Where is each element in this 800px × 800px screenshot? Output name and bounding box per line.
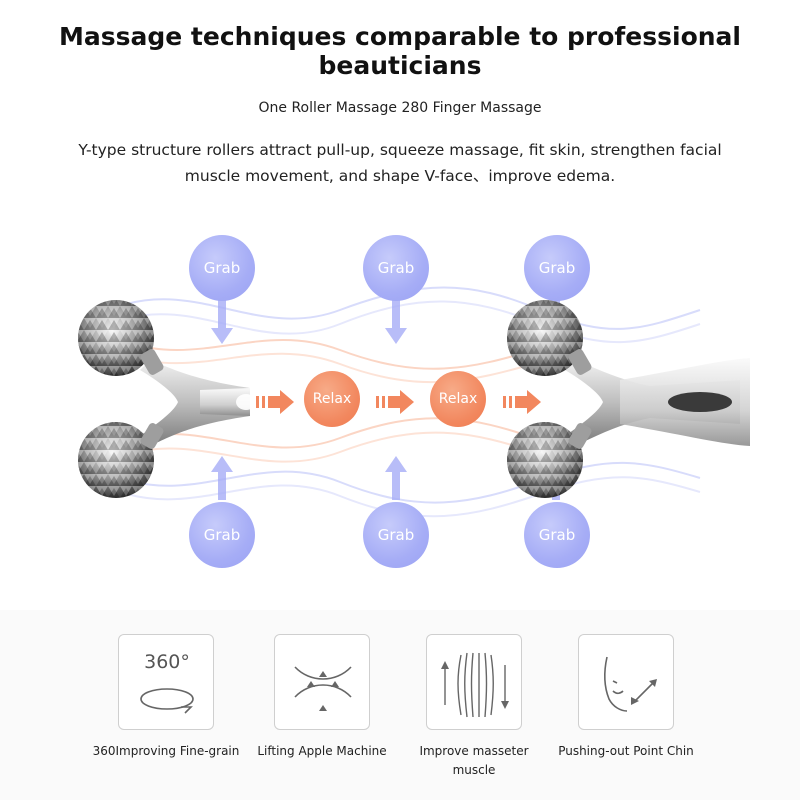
feature-label-lifting: Lifting Apple Machine <box>257 744 387 758</box>
feature-label-masseter-line-1: Improve masseter <box>419 744 529 758</box>
page-title: Massage techniques comparable to profess… <box>59 22 741 80</box>
relax-arrows <box>256 390 541 414</box>
diagram-graphics <box>78 286 750 518</box>
page-subtitle: One Roller Massage 280 Finger Massage <box>258 100 542 116</box>
relax-arrow-3 <box>503 390 541 414</box>
chin-profile-icon <box>604 656 657 712</box>
grab-bubble-bottom-left: Grab <box>189 502 255 568</box>
feature-card-lifting <box>274 634 370 730</box>
grab-bubble-bottom-right: Grab <box>524 502 590 568</box>
grab-label: Grab <box>203 526 241 544</box>
feature-label-masseter-line-2: muscle <box>452 763 496 777</box>
relax-bubble-left: Relax <box>304 371 360 427</box>
relax-arrow-1 <box>256 390 294 414</box>
feature-card-chin <box>578 634 674 730</box>
grab-label: Grab <box>538 526 576 544</box>
grab-bubble-bottom-center: Grab <box>363 502 429 568</box>
grab-label: Grab <box>538 259 576 277</box>
massage-diagram: Grab Grab Grab Relax Relax Grab Grab Gra… <box>0 210 800 600</box>
rotate-360-text: 360° <box>144 651 190 673</box>
grab-bubble-top-left: Grab <box>189 235 255 301</box>
relax-bubble-right: Relax <box>430 371 486 427</box>
feature-card-masseter <box>426 634 522 730</box>
grab-label: Grab <box>203 259 241 277</box>
relax-label: Relax <box>312 391 352 407</box>
grab-label: Grab <box>377 526 415 544</box>
relax-arrow-2 <box>376 390 414 414</box>
grab-bubble-top-center: Grab <box>363 235 429 301</box>
lift-arrows-icon <box>294 666 352 711</box>
roller-device-left <box>78 300 256 498</box>
description-line-2: muscle movement, and shape V-face、improv… <box>184 167 616 185</box>
roller-device-right <box>507 300 750 498</box>
grab-label: Grab <box>377 259 415 277</box>
relax-label: Relax <box>438 391 478 407</box>
feature-label-360: 360Improving Fine-grain <box>92 744 240 758</box>
description: Y-type structure rollers attract pull-up… <box>50 137 750 189</box>
description-line-1: Y-type structure rollers attract pull-up… <box>78 141 722 159</box>
grab-bubble-top-right: Grab <box>524 235 590 301</box>
muscle-lines-icon <box>441 652 509 718</box>
feature-label-chin: Pushing-out Point Chin <box>558 744 694 758</box>
feature-label-masseter: Improve masseter muscle <box>394 742 554 780</box>
rotate-360-icon <box>140 688 194 714</box>
feature-card-360: 360° <box>118 634 214 730</box>
